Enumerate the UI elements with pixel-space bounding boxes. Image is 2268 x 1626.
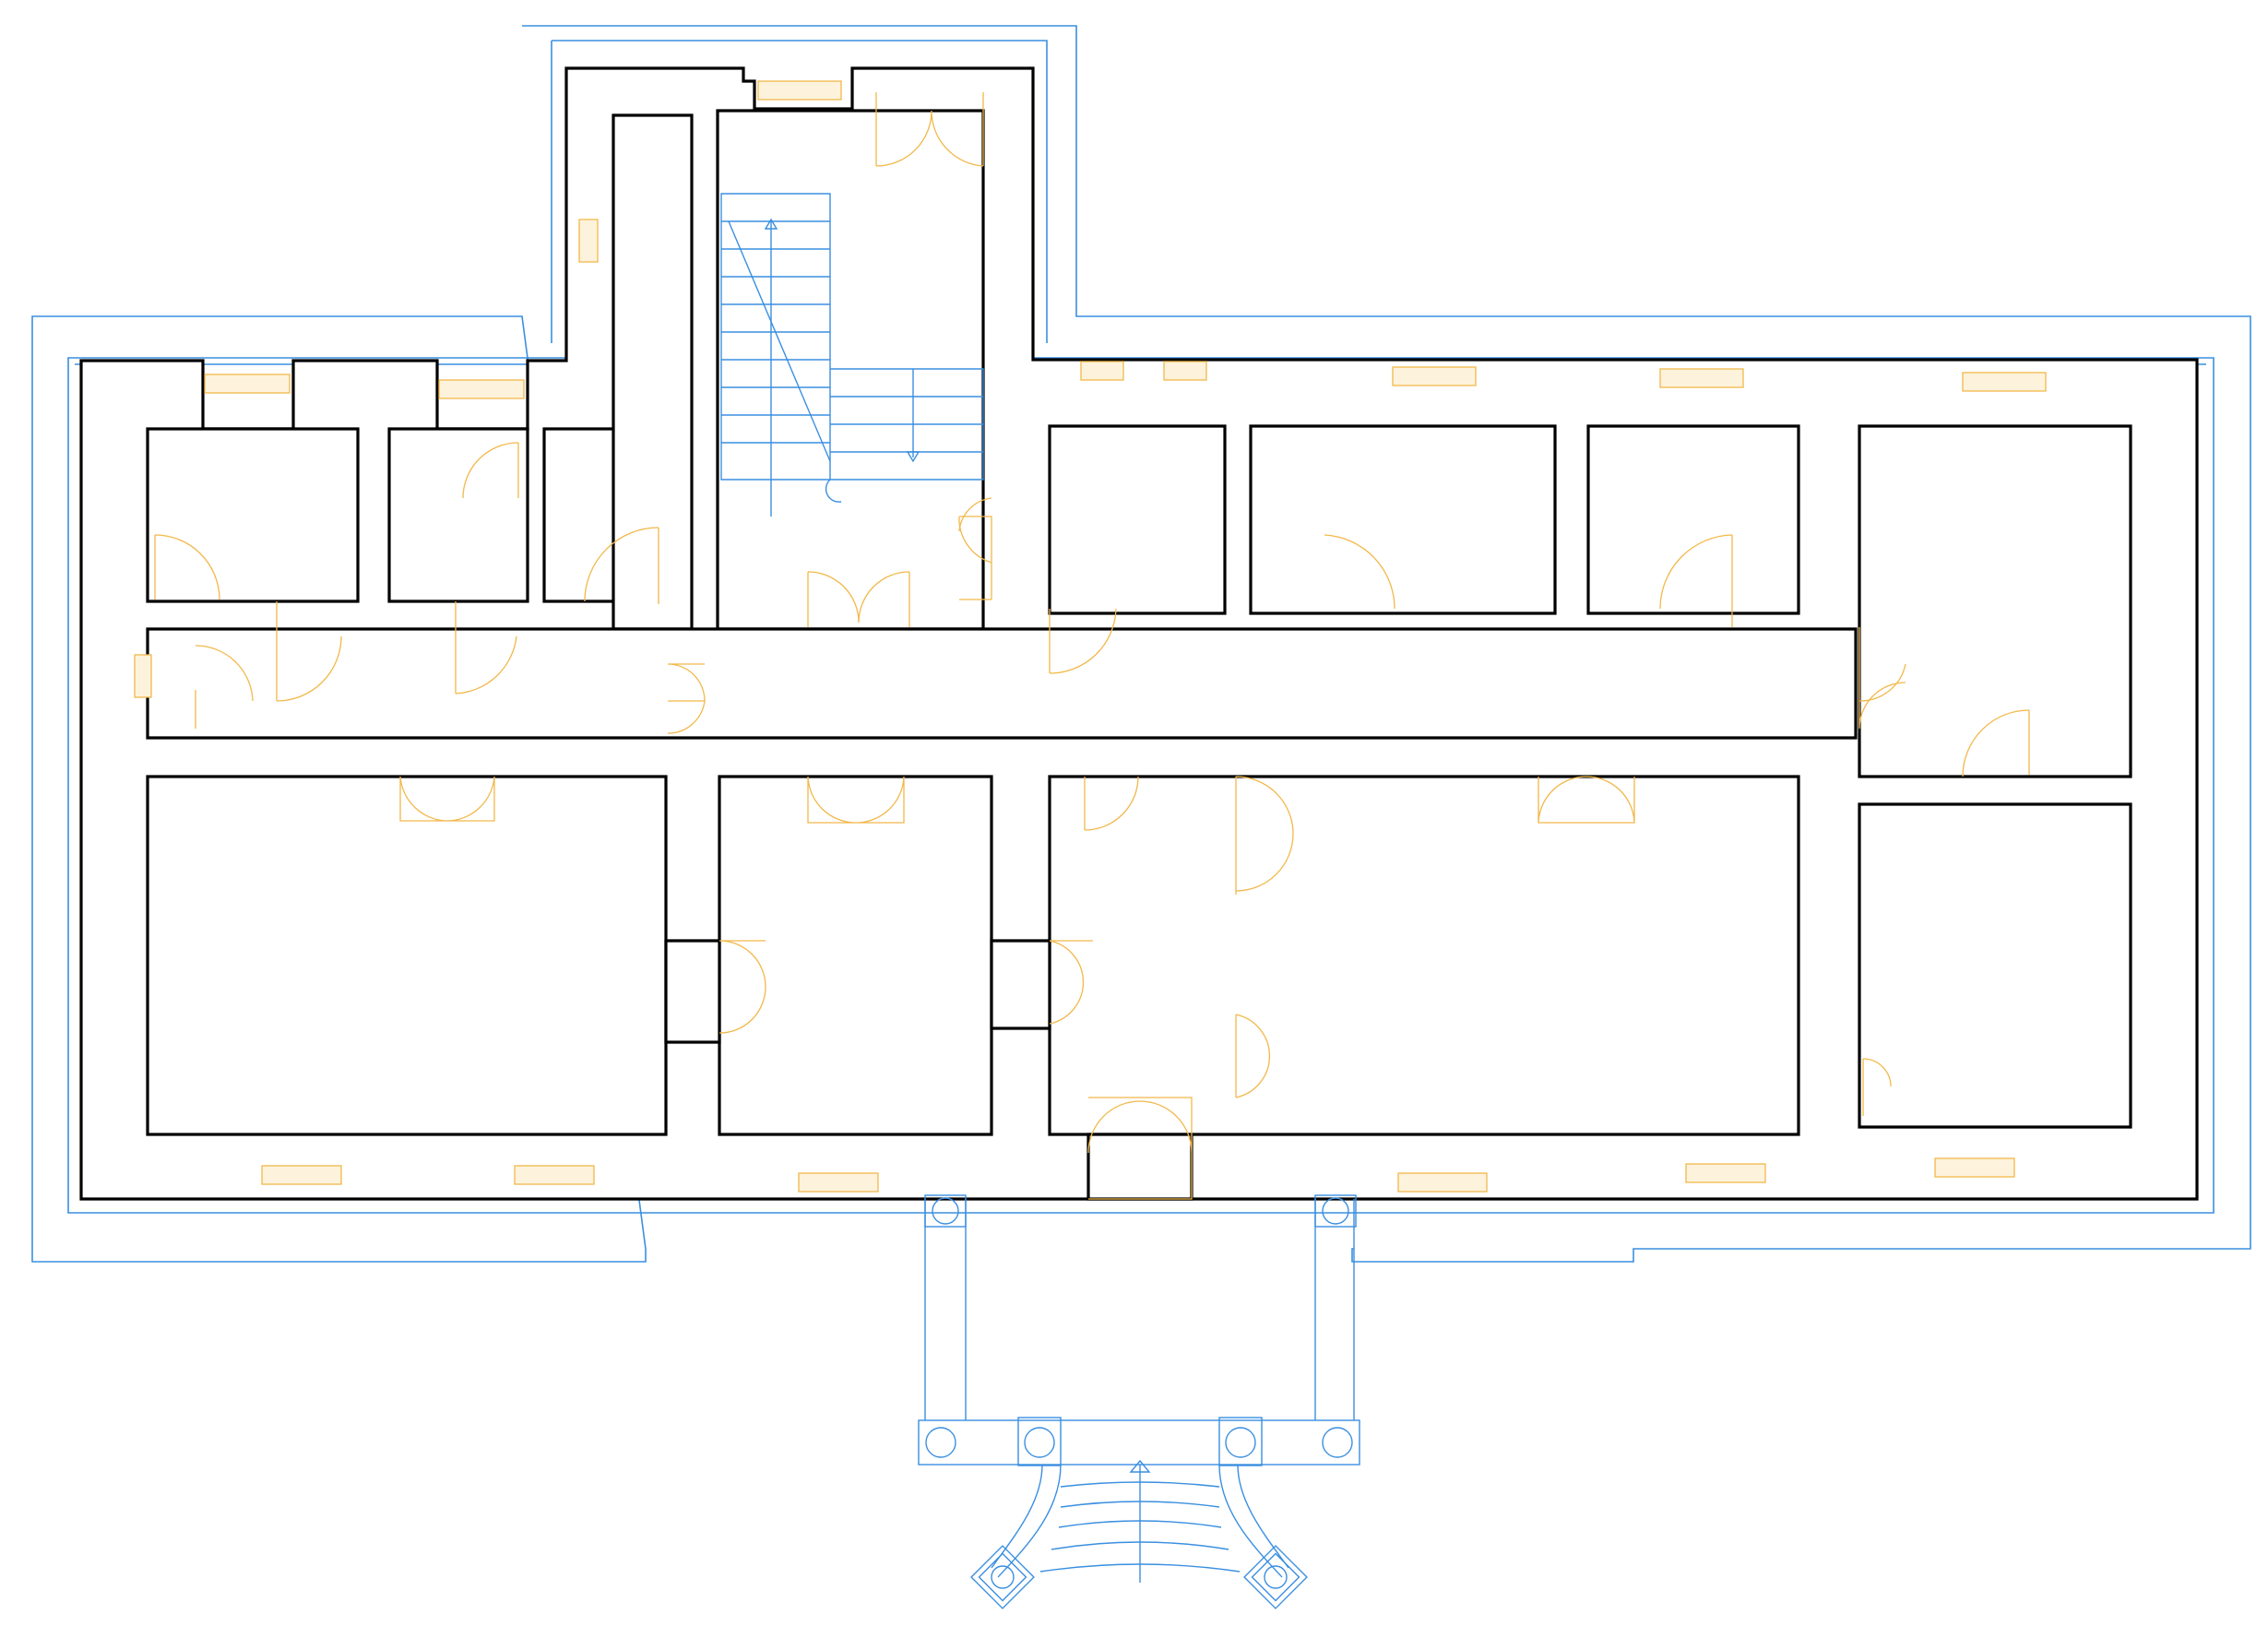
window: [578, 219, 599, 263]
window: [438, 379, 525, 399]
window: [1397, 1172, 1488, 1193]
columns: [925, 1197, 1353, 1609]
column: [1243, 1545, 1308, 1609]
door: [958, 497, 992, 532]
door: [276, 601, 342, 702]
windows: [134, 80, 2047, 1193]
column: [970, 1545, 1035, 1609]
door: [399, 776, 495, 822]
window: [1659, 368, 1744, 388]
column: [1024, 1427, 1055, 1458]
window: [1685, 1163, 1766, 1183]
column: [932, 1197, 959, 1225]
door: [1659, 534, 1733, 627]
stair-up-arrow-icon: [764, 218, 778, 230]
staircase: [720, 193, 984, 516]
doors: [154, 92, 2030, 1200]
column: [1322, 1427, 1353, 1458]
door: [807, 776, 905, 824]
door: [1962, 709, 2030, 777]
window: [757, 80, 842, 101]
stair-down-arrow-icon: [906, 451, 920, 463]
door: [1858, 627, 1906, 730]
door: [875, 92, 984, 167]
window: [134, 654, 152, 698]
door: [455, 601, 517, 694]
window: [1962, 372, 2047, 392]
window: [1934, 1157, 2015, 1178]
window: [798, 1172, 879, 1193]
door: [195, 645, 254, 729]
column: [1322, 1197, 1349, 1225]
door: [718, 940, 1093, 1034]
window: [204, 374, 291, 394]
door: [584, 527, 659, 604]
door: [1862, 1058, 1892, 1116]
window: [1163, 361, 1207, 381]
window: [1392, 366, 1477, 386]
window: [1080, 361, 1124, 381]
door: [667, 663, 706, 734]
door: [1324, 534, 1395, 610]
door: [1084, 776, 1139, 831]
door: [807, 571, 910, 627]
portico-up-arrow-icon: [1129, 1459, 1151, 1473]
window: [514, 1165, 595, 1185]
column: [925, 1427, 956, 1458]
walls: [79, 66, 2199, 1201]
window: [261, 1165, 342, 1185]
door: [154, 534, 220, 600]
door: [1538, 776, 1635, 824]
column: [1225, 1427, 1256, 1458]
door: [1049, 608, 1117, 674]
door: [462, 442, 519, 499]
door: [1235, 776, 1294, 1098]
door: [1087, 1097, 1193, 1200]
portico: [918, 1194, 1360, 1583]
door: [958, 516, 992, 600]
